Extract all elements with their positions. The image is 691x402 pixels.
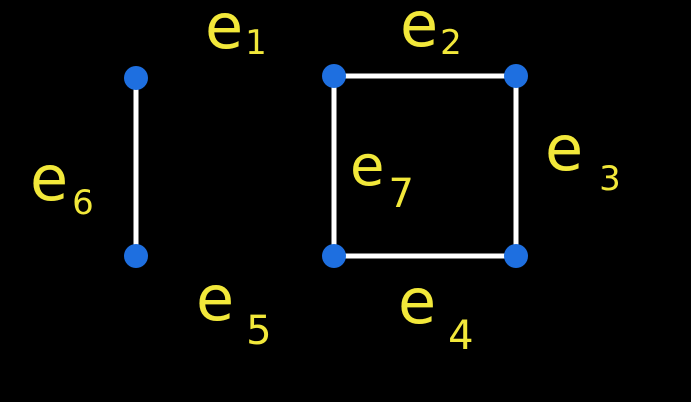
vertex-v2: [124, 244, 148, 268]
vertex-v5: [322, 244, 346, 268]
vertex-v6: [504, 244, 528, 268]
edges-layer: [133, 73, 519, 259]
edge-label-e1: e1: [205, 0, 267, 63]
vertices-layer: [124, 64, 528, 268]
vertex-v1: [124, 66, 148, 90]
vertex-v3: [322, 64, 346, 88]
edge-label-e2: e2: [400, 0, 462, 63]
vertex-v4: [504, 64, 528, 88]
